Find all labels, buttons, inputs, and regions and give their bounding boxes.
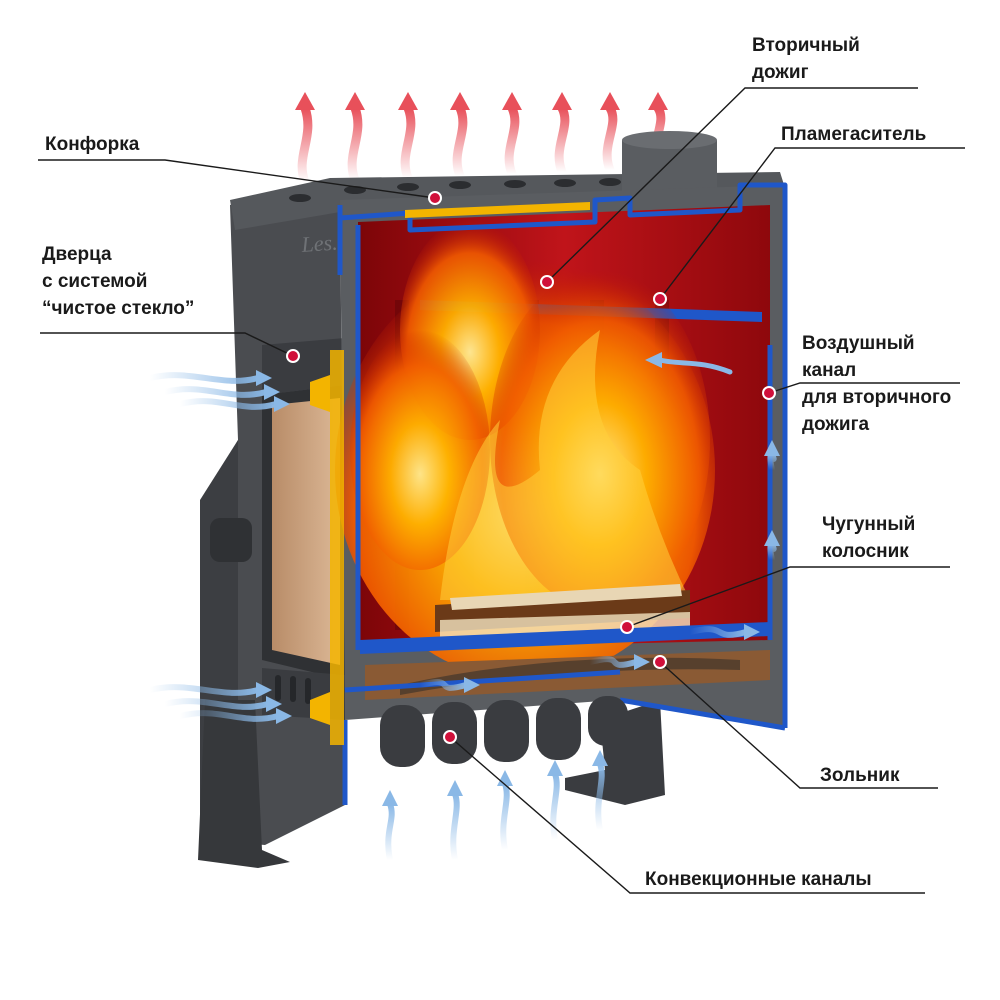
air-arrow [177, 708, 292, 724]
heat-arrow [345, 92, 365, 185]
air-arrow [547, 760, 563, 843]
heat-arrow [398, 92, 418, 183]
flames [335, 220, 715, 680]
air-arrow [687, 624, 760, 640]
air-arrow [497, 770, 513, 853]
stove-body: Les. [198, 131, 785, 868]
air-arrow [417, 677, 480, 693]
heat-arrow [600, 92, 620, 175]
air-arrow [587, 654, 650, 670]
air-arrow [162, 696, 282, 712]
air-arrows [147, 352, 780, 863]
air-arrow [447, 780, 463, 863]
cut-edge-outline [337, 182, 788, 805]
air-arrow [147, 682, 272, 698]
brand-text: Les. [300, 230, 339, 258]
air-arrow [592, 750, 608, 833]
air-arrow [645, 352, 733, 375]
door-glass [272, 398, 340, 665]
air-arrow [764, 440, 780, 473]
label-ash-pan: Зольник [820, 765, 900, 786]
label-convection: Конвекционные каналы [645, 869, 872, 890]
heat-arrow [450, 92, 470, 181]
heat-arrow [502, 92, 522, 179]
heat-arrows [295, 92, 668, 187]
label-grate: Чугунный колосник [822, 514, 916, 562]
label-door: Дверца с системой “чистое стекло” [42, 244, 195, 319]
leader-lines [38, 87, 965, 894]
heat-arrow [295, 92, 315, 187]
konforka-plate [405, 202, 590, 218]
air-arrow [177, 396, 290, 412]
label-flame-arrester: Пламегаситель [781, 124, 927, 145]
grate [360, 622, 770, 654]
rear-leg [565, 700, 665, 805]
front-leg [198, 700, 290, 868]
air-arrow [147, 370, 272, 386]
door-handle [210, 518, 252, 562]
cutaway-section [310, 182, 788, 805]
label-konforka: Конфорка [45, 134, 140, 155]
air-arrow [382, 790, 398, 863]
heat-arrow [552, 92, 572, 177]
label-secondary-burn: Вторичный дожиг [752, 35, 860, 83]
label-markers [286, 191, 776, 744]
label-air-channel: Воздушный канал для вторичного дожига [802, 333, 952, 435]
door-seal [330, 350, 344, 745]
air-arrow [162, 384, 280, 400]
air-arrow [764, 530, 780, 563]
